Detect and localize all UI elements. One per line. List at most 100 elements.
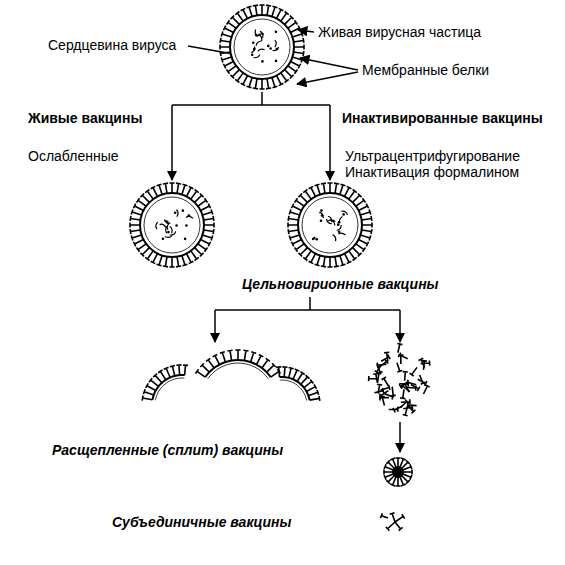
core-dot (175, 224, 178, 227)
spike (191, 189, 199, 199)
spike (202, 235, 212, 241)
spike (307, 384, 317, 391)
branch-arrow (399, 422, 401, 452)
core-dot (261, 60, 264, 63)
spike (288, 20, 298, 28)
spike (390, 458, 396, 467)
spike (422, 361, 427, 370)
spike (221, 32, 231, 38)
spike (289, 367, 294, 377)
spike (353, 193, 362, 202)
spike (340, 255, 346, 265)
spike (334, 183, 339, 193)
branch-arrow (171, 105, 173, 180)
label: Мембранные белки (362, 62, 489, 78)
spike (362, 222, 372, 227)
spike (191, 251, 199, 261)
spike (294, 44, 304, 49)
spike (221, 57, 231, 63)
spike (204, 216, 214, 221)
spike (256, 354, 263, 364)
membrane-inner (208, 363, 269, 379)
spike (276, 367, 281, 377)
core-dot (255, 34, 258, 37)
membrane-inner (144, 197, 200, 253)
core-dot (320, 219, 323, 222)
spike (294, 244, 304, 252)
core-strand (326, 219, 331, 224)
spike (133, 204, 143, 211)
spike (262, 358, 270, 368)
membrane-inner (302, 197, 358, 253)
spike (157, 184, 163, 194)
spike (204, 222, 214, 227)
spike (334, 257, 339, 267)
spike (285, 70, 294, 79)
spike (158, 370, 166, 380)
spike (253, 79, 258, 89)
spike (282, 367, 287, 377)
spike (293, 369, 299, 379)
core-strand (259, 35, 262, 41)
spike (418, 379, 427, 386)
spike (289, 235, 299, 241)
leader-line (300, 58, 358, 70)
spike (395, 514, 405, 522)
spike (360, 235, 370, 241)
spike (187, 186, 194, 196)
spike (198, 244, 208, 252)
spike (176, 365, 181, 375)
subunit-proteins (381, 513, 405, 531)
spike (288, 216, 298, 221)
spike (169, 183, 174, 193)
spike (309, 254, 316, 264)
spike (130, 229, 140, 234)
core-strand (255, 30, 257, 37)
spike (356, 244, 366, 252)
spike (247, 77, 253, 87)
spike (292, 57, 302, 63)
spike (397, 343, 402, 352)
spike (220, 51, 230, 56)
label: Инактивированные вакцины (342, 110, 543, 126)
core-dot (342, 213, 345, 216)
spike (136, 244, 146, 252)
core-dot (167, 231, 170, 234)
spike (142, 395, 152, 400)
spike (235, 73, 243, 83)
spike (220, 352, 226, 362)
spike (310, 396, 320, 401)
spike (288, 229, 298, 234)
spike (308, 390, 318, 396)
membrane (298, 193, 362, 257)
spike (163, 257, 168, 267)
spike (176, 257, 181, 267)
branch-line (261, 92, 263, 105)
membrane-fragment (276, 367, 320, 401)
spike (187, 254, 194, 264)
spike (304, 379, 313, 387)
spike (399, 382, 408, 389)
label: Сердцевина вируса (48, 37, 176, 53)
spike (384, 352, 389, 361)
spike (410, 367, 417, 376)
core-strand (167, 223, 170, 230)
spike (143, 389, 153, 395)
spike (327, 257, 332, 267)
spike (153, 374, 162, 383)
spike (140, 248, 149, 257)
spike (182, 255, 188, 265)
spike (327, 183, 332, 193)
spike (182, 184, 188, 194)
label: Субъединичные вакцины (112, 514, 292, 530)
spike (131, 210, 141, 216)
spike (381, 513, 388, 518)
core-dot (315, 238, 318, 241)
core-strand (254, 54, 260, 57)
label: Живая вирусная частица (318, 24, 481, 40)
core-strand (256, 41, 261, 46)
core-dot (320, 209, 323, 212)
virus-particle (288, 183, 372, 267)
spike (303, 189, 311, 199)
spike (145, 189, 153, 199)
